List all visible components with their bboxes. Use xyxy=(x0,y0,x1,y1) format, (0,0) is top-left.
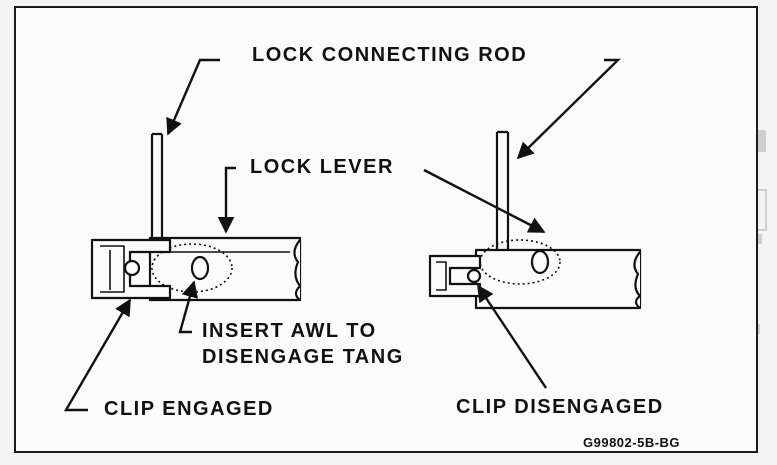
tang-dotted-outline-right xyxy=(479,239,561,285)
callout-lock-lever: LOCK LEVER xyxy=(250,156,394,178)
lever-break-left xyxy=(293,239,302,301)
clip-disengaged-inner xyxy=(436,261,447,291)
clip-pin-right xyxy=(466,268,482,284)
leader-lever-left xyxy=(217,166,236,234)
leader-clip-engaged xyxy=(63,298,132,412)
lock-lever-right xyxy=(474,248,642,310)
connecting-rod-right xyxy=(495,130,510,250)
leader-rod-left xyxy=(166,58,220,136)
callout-lock-connecting-rod: LOCK CONNECTING ROD xyxy=(252,44,528,66)
connecting-rod-left xyxy=(150,132,164,240)
clip-disengaged xyxy=(428,254,482,298)
lever-break-right xyxy=(633,251,642,309)
lock-lever-left xyxy=(148,236,302,302)
callout-clip-disengaged: CLIP DISENGAGED xyxy=(456,396,664,418)
callout-insert-awl-line1: INSERT AWL TO xyxy=(202,320,377,342)
clip-engaged xyxy=(90,238,172,300)
tang-hole-right xyxy=(530,249,550,275)
tang-hole-left xyxy=(190,255,210,281)
leader-lock-lever xyxy=(423,168,546,234)
leader-awl xyxy=(178,280,199,334)
callout-insert-awl-line2: DISENGAGE TANG xyxy=(202,346,404,368)
callout-clip-engaged: CLIP ENGAGED xyxy=(104,398,274,420)
disengaged-assembly xyxy=(428,130,642,310)
leader-rod-right xyxy=(516,58,621,160)
diagram-frame xyxy=(14,6,758,453)
figure-id: G99802-5B-BG xyxy=(583,435,681,450)
clip-pin-left xyxy=(123,259,141,277)
leader-clip-disengaged xyxy=(477,284,547,389)
